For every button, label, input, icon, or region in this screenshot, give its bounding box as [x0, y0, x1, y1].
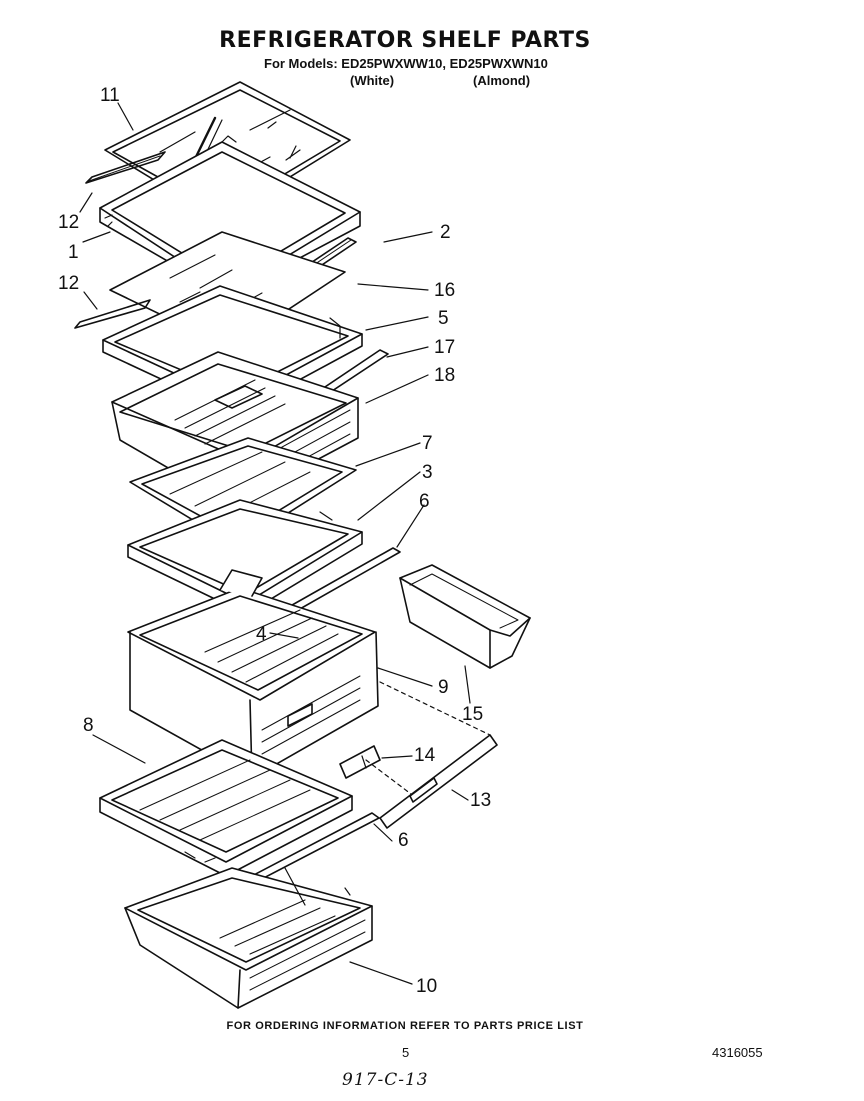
callout-16: 16: [434, 280, 456, 301]
document-number: 4316055: [712, 1045, 763, 1060]
callout-9: 9: [438, 677, 449, 698]
callout-1: 1: [68, 242, 79, 263]
handwritten-note: 917-C-13: [342, 1070, 429, 1090]
drawer-cover-part-8: [100, 740, 352, 876]
page-title: REFRIGERATOR SHELF PARTS: [219, 28, 591, 53]
leader-lines: [80, 103, 490, 984]
shelf-rail-part-12-lower: [75, 300, 150, 328]
variant-white-label: (White): [350, 73, 395, 88]
page-number: 5: [402, 1045, 410, 1060]
model-numbers: For Models: ED25PWXWW10, ED25PWXWN10: [264, 56, 548, 71]
callout-6-lower: 6: [398, 830, 409, 851]
callout-17: 17: [434, 337, 456, 358]
front-panel-part-13: [380, 735, 497, 828]
callout-15: 15: [462, 704, 484, 725]
callout-8: 8: [83, 715, 94, 736]
bottom-drawer-part-10: [125, 868, 372, 1008]
callout-4: 4: [256, 624, 267, 645]
ordering-note: FOR ORDERING INFORMATION REFER TO PARTS …: [226, 1020, 584, 1032]
clip-part-14: [340, 746, 380, 778]
callout-7: 7: [422, 433, 433, 454]
callout-12-lower: 12: [58, 273, 80, 294]
door-bin-part-15: [400, 565, 530, 668]
callout-2: 2: [440, 222, 451, 243]
shelf-rail-part-12-upper: [86, 152, 165, 183]
meat-drawer-part-9: [128, 570, 378, 778]
callout-10: 10: [416, 976, 438, 997]
callout-12-upper: 12: [58, 212, 80, 233]
callout-3: 3: [422, 462, 433, 483]
callout-18: 18: [434, 365, 456, 386]
variant-almond-label: (Almond): [473, 73, 531, 88]
callout-6-upper: 6: [419, 491, 430, 512]
callout-14: 14: [414, 745, 436, 766]
callout-13: 13: [470, 790, 492, 811]
callout-11: 11: [100, 85, 120, 106]
callout-5: 5: [438, 308, 449, 329]
